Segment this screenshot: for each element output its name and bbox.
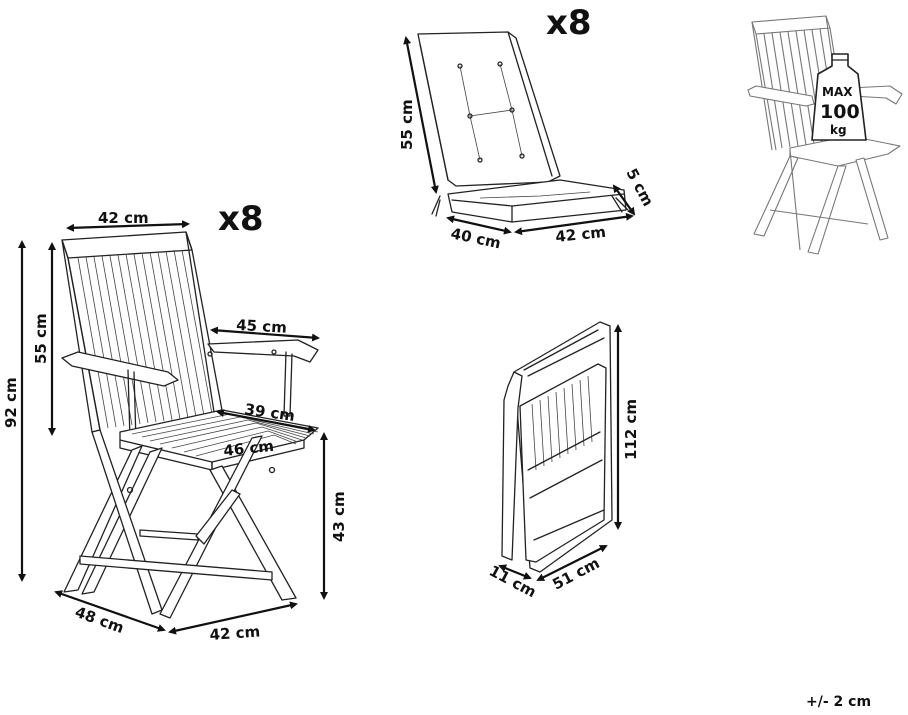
chair-drawing [61, 231, 319, 619]
chair-base-width-label: 42 cm [209, 623, 261, 644]
chair-width-top-label: 42 cm [98, 209, 149, 227]
cushion-thickness-label: 5 cm [622, 165, 657, 209]
folded-dimension-lines [498, 324, 622, 581]
cushion-back-height-label: 55 cm [398, 99, 416, 150]
cushion-drawing [417, 31, 629, 223]
cushion-width-label: 42 cm [555, 223, 607, 246]
chair-arm-length-label: 45 cm [236, 316, 287, 337]
chair-back-height-label: 55 cm [32, 313, 50, 364]
load-value-label: 100 [820, 101, 860, 123]
weight-badge: MAX 100 kg [811, 53, 867, 141]
cushion-dimension-lines [403, 36, 636, 236]
tolerance-label: +/- 2 cm [806, 694, 871, 710]
chair-height-total-label: 92 cm [2, 377, 20, 428]
load-unit-label: kg [830, 123, 847, 137]
chair-seat-height-label: 43 cm [330, 491, 348, 542]
chair-seat-width-label: 46 cm [223, 437, 275, 460]
cushion-quantity-label: x8 [546, 3, 592, 43]
folded-height-label: 112 cm [622, 399, 640, 460]
load-max-label: MAX [822, 85, 853, 99]
chair-dimension-lines [18, 220, 328, 635]
folded-chair-drawing [501, 321, 613, 573]
chair-quantity-label: x8 [218, 199, 264, 239]
